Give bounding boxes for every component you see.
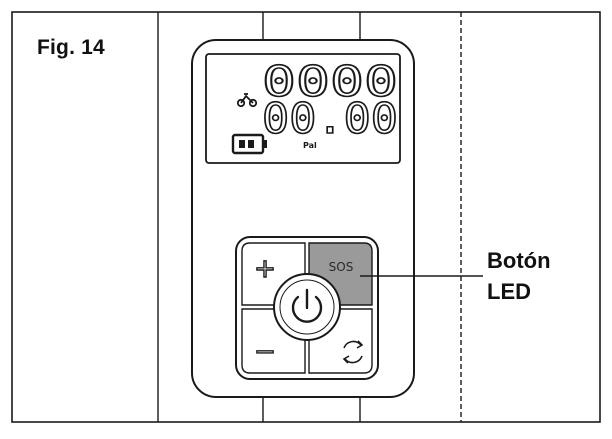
- battery-icon: [231, 133, 267, 155]
- minus-button-symbol: −: [254, 337, 276, 367]
- lcd-top-readout-text: 0000: [262, 57, 398, 106]
- sos-button-label: SOS: [329, 260, 354, 274]
- lcd-bottom-readout-text: 00.00: [262, 94, 398, 143]
- cycle-arrows-icon: [342, 340, 364, 364]
- lcd-top-readout: 0000: [261, 56, 399, 107]
- callout-line-2: LED: [487, 279, 531, 304]
- figure-label: Fig. 14: [37, 36, 105, 59]
- figure-frame: [11, 11, 601, 423]
- callout-line-1: Botón: [487, 248, 551, 273]
- power-button-inner-ring: [279, 279, 335, 335]
- plus-button-symbol: +: [254, 254, 276, 284]
- lcd-bottom-readout: 00.00: [261, 93, 399, 144]
- led-button-callout: Botón LED: [487, 245, 551, 307]
- power-icon: [291, 288, 323, 323]
- walk-assist-icon: [236, 93, 258, 108]
- lcd-mode-label: Pal: [303, 141, 317, 150]
- battery-bar-1: [239, 140, 245, 148]
- battery-bar-2: [248, 140, 254, 148]
